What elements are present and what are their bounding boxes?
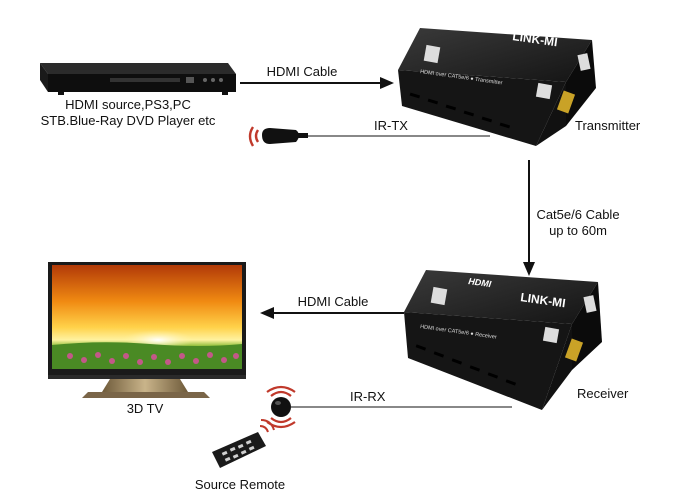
ir-tx-label: IR-TX [374,118,408,133]
hdmi-cable-arrow-top [240,77,394,89]
remote-label: Source Remote [195,477,285,492]
ir-rx-label: IR-RX [350,389,386,404]
remote-control-image [212,432,266,468]
remote-signal-icon [259,419,275,433]
hdmi-cable-arrow-bottom [260,307,404,319]
transmitter-brand: LINK-MI [512,29,559,49]
dvd-player-image [40,63,236,95]
receiver-brand: LINK-MI [520,290,567,310]
cat-cable-arrow [523,160,535,276]
receiver-hdmi-logo: HDMI [468,276,493,289]
ir-rx-signal-icon [266,385,296,429]
source-label-line1: HDMI source,PS3,PC [65,97,191,112]
cat-cable-label-line1: Cat5e/6 Cable [536,207,619,222]
ir-tx-signal-icon [248,126,260,147]
tv-label: 3D TV [127,401,164,416]
ir-transmitter-sensor-image [262,128,308,144]
receiver-device-image [404,270,602,410]
transmitter-label: Transmitter [575,118,641,133]
ir-receiver-sensor-image [271,397,291,417]
transmitter-hdmi-logo: HDMI [466,19,491,32]
hdmi-cable-label-top: HDMI Cable [267,64,338,79]
transmitter-device-image [398,28,596,146]
source-label-line2: STB.Blue-Ray DVD Player etc [41,113,216,128]
tv-image [48,262,246,398]
hdmi-cable-label-bottom: HDMI Cable [298,294,369,309]
cat-cable-label-line2: up to 60m [549,223,607,238]
receiver-label: Receiver [577,386,629,401]
